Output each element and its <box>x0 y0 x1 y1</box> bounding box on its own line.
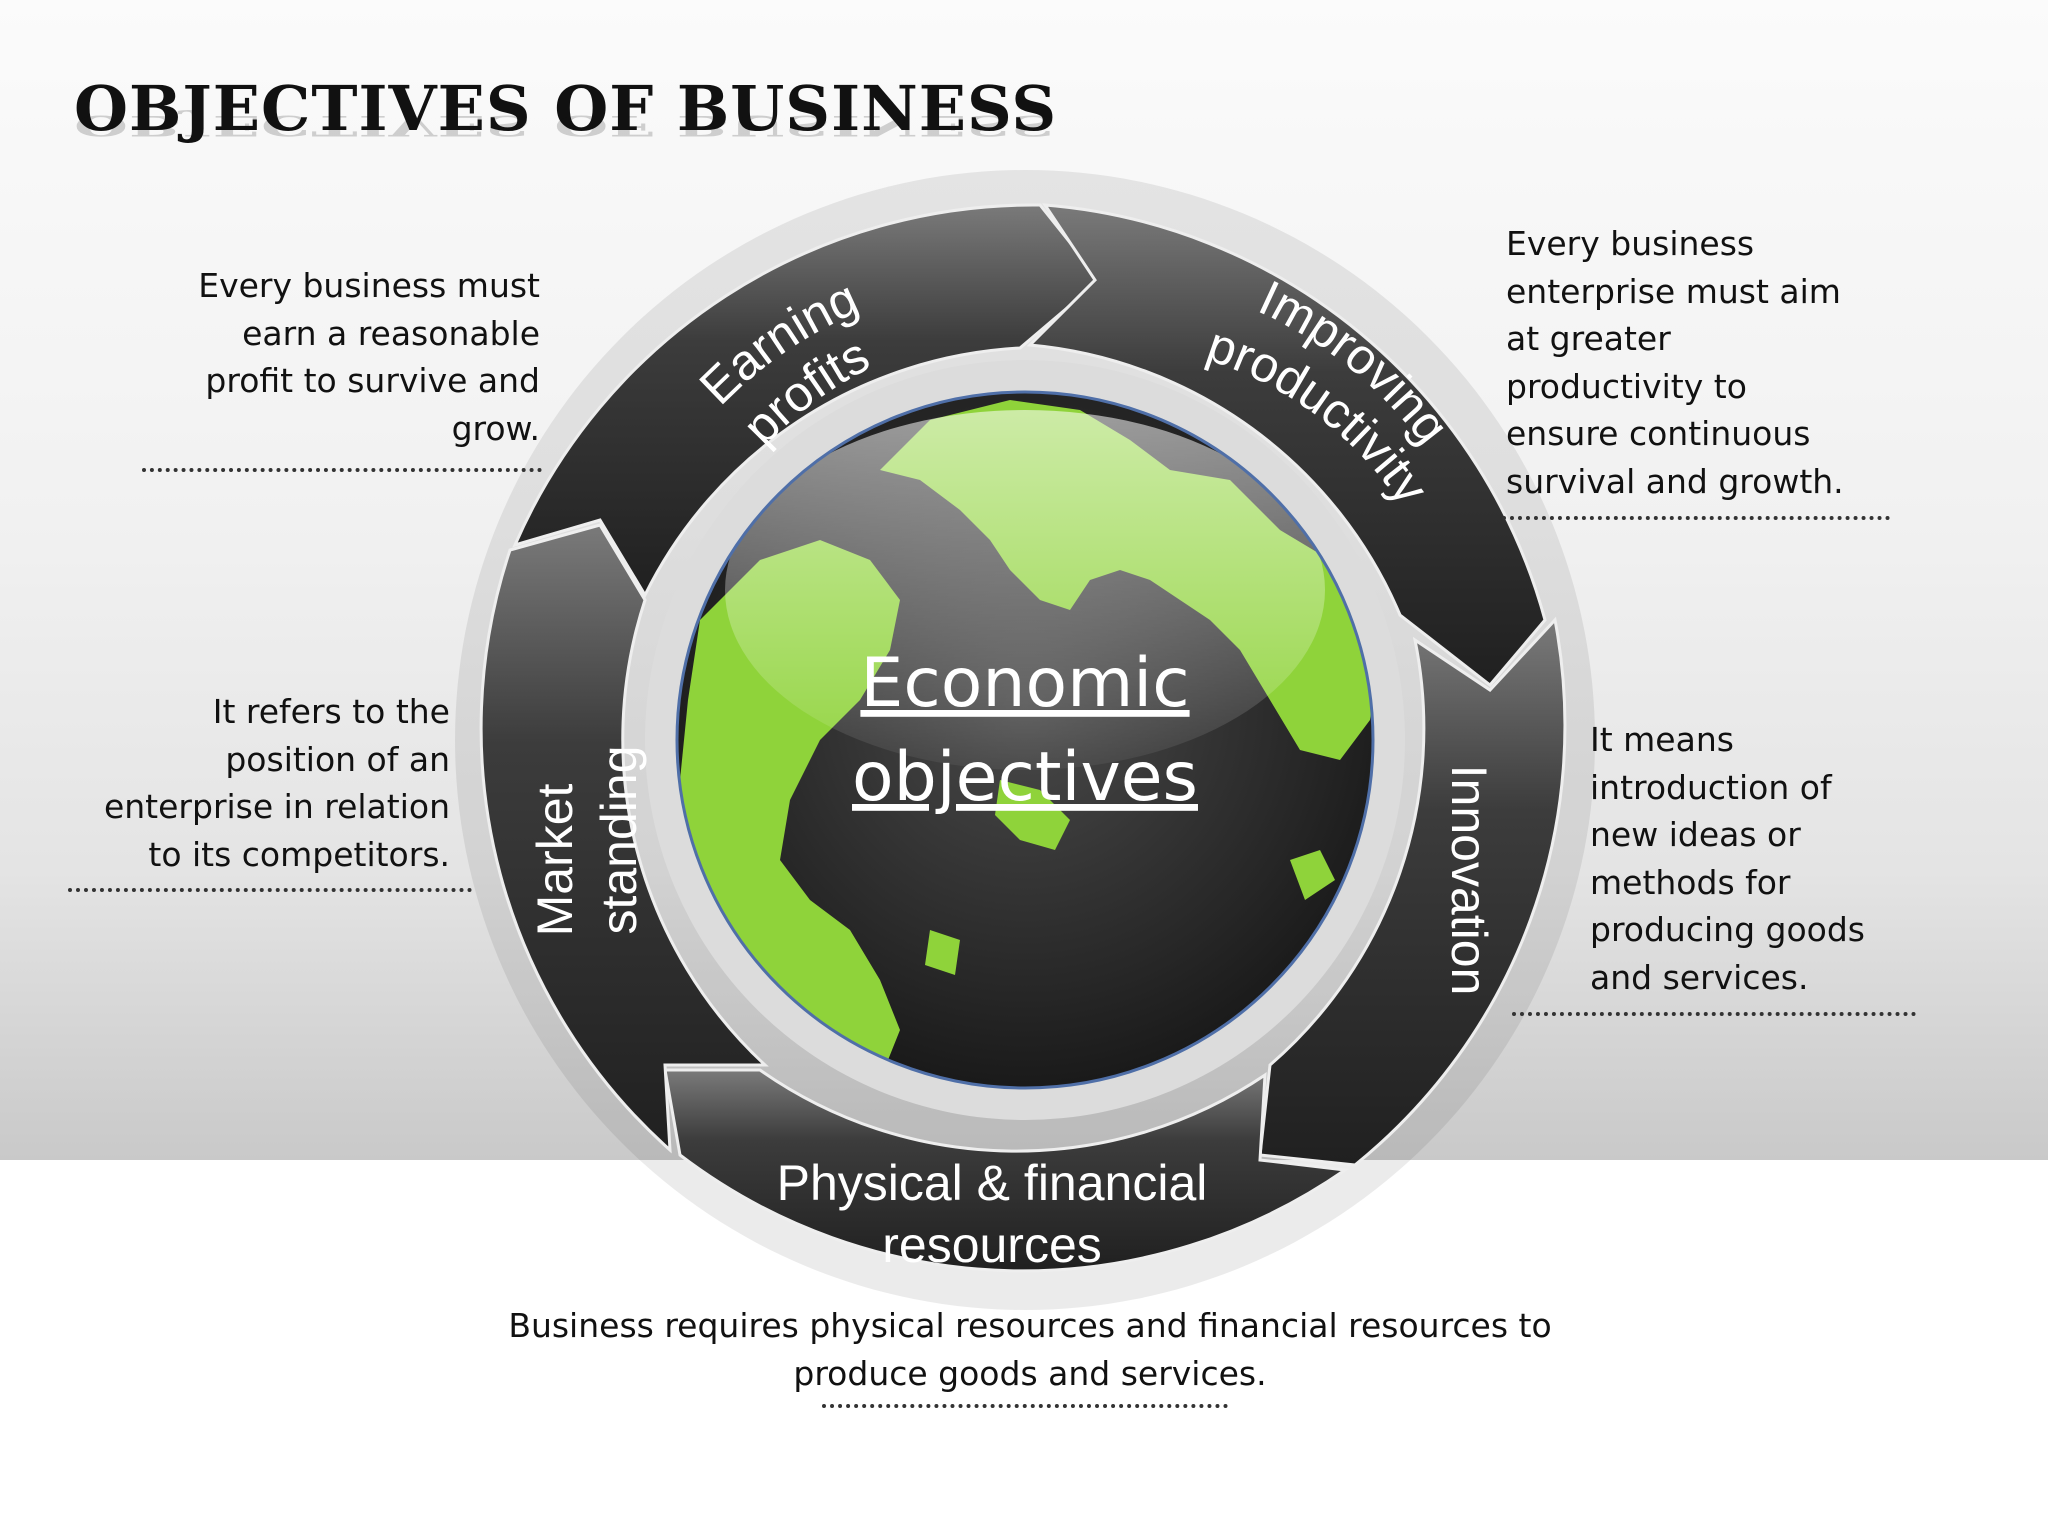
segment-physical-resources <box>663 1068 1350 1273</box>
divider-market-standing <box>68 888 472 892</box>
center-label-line1: Economic <box>860 644 1189 723</box>
segment-improving-productivity <box>1026 203 1547 688</box>
description-market-standing: It refers to the position of an enterpri… <box>103 692 450 874</box>
description-innovation: It means introduction of new ideas or me… <box>1590 720 1865 997</box>
slide-title: OBJECTIVES OF BUSINESS <box>74 72 1058 145</box>
segment-label-standing: standing <box>591 745 647 934</box>
segment-market-standing <box>479 523 769 1154</box>
divider-physical-resources <box>822 1404 1228 1408</box>
segment-earning-profits <box>512 203 1103 599</box>
segment-innovation <box>1258 616 1567 1167</box>
description-improving-productivity: Every business enterprise must aim at gr… <box>1506 224 1844 501</box>
description-physical-resources: Business requires physical resources and… <box>508 1306 1552 1393</box>
divider-earning-profits <box>142 468 542 472</box>
segment-label-resources: resources <box>882 1217 1102 1273</box>
divider-innovation <box>1512 1012 1916 1016</box>
divider-improving-productivity <box>1502 516 1890 520</box>
globe-outline <box>675 390 1375 1090</box>
center-label-line2: objectives <box>852 738 1198 817</box>
description-earning-profits: Every business must earn a reasonable pr… <box>198 266 540 448</box>
segment-label-innovation: Innovation <box>1441 765 1497 996</box>
segment-label-market: Market <box>527 783 583 936</box>
segment-label-physical: Physical & financial <box>777 1155 1208 1211</box>
